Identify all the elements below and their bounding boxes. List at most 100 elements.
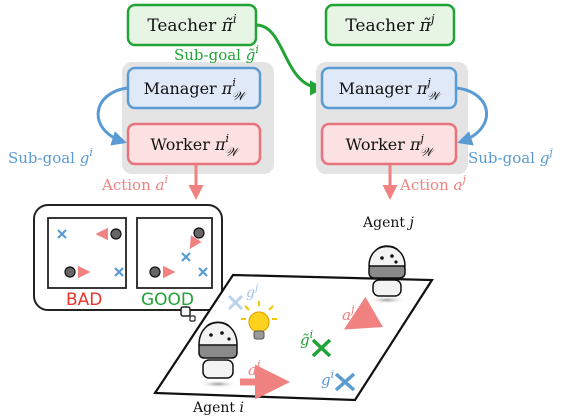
subgoal-i-symbol: g xyxy=(80,149,90,167)
bad-grid xyxy=(47,217,127,289)
ghost-goal-sup: j xyxy=(253,283,258,294)
robot-dot-icon xyxy=(110,228,122,240)
teacher-i-name: Teacher xyxy=(147,16,217,36)
action-j-text: Action xyxy=(399,176,449,194)
worker-j-name: Worker xyxy=(345,135,405,154)
svg-text:g̃i: g̃i xyxy=(300,328,313,349)
arrow-icon xyxy=(343,296,384,330)
robot-dot-icon xyxy=(64,266,76,278)
svg-text:Agent i: Agent i xyxy=(192,400,244,416)
worker-i-name: Worker xyxy=(150,135,210,154)
svg-text:gj: gj xyxy=(246,283,258,301)
manager-j-sub: 𝒲 xyxy=(427,89,443,103)
svg-text:aj: aj xyxy=(342,303,355,324)
robot-icon xyxy=(368,245,406,304)
svg-text:gi: gi xyxy=(321,368,334,389)
subgoal-j-text: Sub-goal xyxy=(468,149,535,167)
blue-goal-sup: i xyxy=(331,368,335,381)
ghost-goal-symbol: g xyxy=(246,285,255,301)
teacher-j-name: Teacher xyxy=(345,16,415,36)
svg-text:Sub-goal gj: Sub-goal gj xyxy=(468,146,553,167)
svg-text:Worker πi𝒲: Worker πi𝒲 xyxy=(150,132,241,159)
subgoal-j-sup: j xyxy=(546,146,553,159)
svg-text:Teacher π̃j: Teacher π̃j xyxy=(345,12,434,36)
teacher-subgoal-text: Sub-goal xyxy=(174,46,241,64)
worker-j-sup: j xyxy=(418,132,425,145)
worker-i-sup: i xyxy=(225,132,229,145)
subgoal-j-symbol: g xyxy=(540,149,550,167)
subgoal-i-arrow xyxy=(96,86,129,146)
agent-j-caption-symbol: j xyxy=(406,215,414,231)
scene-action-j-sup: j xyxy=(348,303,355,316)
svg-text:Sub-goal gi: Sub-goal gi xyxy=(8,146,93,167)
thought-tail-square-small xyxy=(189,315,196,322)
arrow-icon xyxy=(189,235,202,250)
manager-i-symbol: π xyxy=(221,79,233,98)
manager-i-sup: i xyxy=(232,76,236,89)
green-goal-symbol: g̃ xyxy=(300,331,310,349)
thought-bubble: BAD GOOD xyxy=(33,204,223,322)
teacher-i-symbol: π̃ xyxy=(221,16,234,36)
teacher-j-box[interactable] xyxy=(324,3,456,47)
teacher-subgoal-symbol: g̃ xyxy=(246,46,256,64)
x-mark-icon xyxy=(114,267,124,277)
subgoal-i-sup: i xyxy=(89,146,93,159)
manager-i-sub: 𝒲 xyxy=(232,89,248,103)
x-mark-icon xyxy=(334,372,356,392)
svg-text:Teacher π̃i: Teacher π̃i xyxy=(147,12,236,36)
scene-action-j-symbol: a xyxy=(342,306,351,324)
x-mark-icon xyxy=(198,267,208,277)
action-i-symbol: a xyxy=(156,176,165,194)
x-mark-icon xyxy=(311,338,332,358)
svg-text:ai: ai xyxy=(248,358,260,379)
scene-action-i-symbol: a xyxy=(248,361,257,379)
worker-j-sub: 𝒲 xyxy=(420,145,436,159)
subgoal-j-arrow xyxy=(455,86,489,146)
robot-dot-icon xyxy=(193,227,205,239)
svg-text:Sub-goal g̃i: Sub-goal g̃i xyxy=(174,43,259,64)
action-i-sup: i xyxy=(164,173,168,186)
svg-text:Action ai: Action ai xyxy=(101,173,168,194)
teacher-subgoal-sup: i xyxy=(255,43,259,56)
svg-text:Manager πi𝒲: Manager πi𝒲 xyxy=(144,76,248,103)
worker-i-sub: 𝒲 xyxy=(225,145,241,159)
svg-text:Manager πj𝒲: Manager πj𝒲 xyxy=(339,76,443,103)
thought-tail-square-large xyxy=(180,306,191,317)
action-i-text: Action xyxy=(101,176,151,194)
robot-icon xyxy=(198,321,238,388)
lightbulb-icon xyxy=(241,301,277,340)
agent-i-caption-text: Agent xyxy=(192,400,235,416)
x-mark-icon xyxy=(181,252,191,262)
manager-j-name: Manager xyxy=(339,79,412,98)
robot-dot-icon xyxy=(149,266,161,278)
action-j-symbol: a xyxy=(454,176,463,194)
worker-i-box[interactable] xyxy=(126,122,262,166)
green-goal-sup: i xyxy=(310,328,314,341)
x-mark-icon xyxy=(57,229,67,239)
bad-label: BAD xyxy=(66,290,102,310)
subgoal-i-text: Sub-goal xyxy=(8,149,75,167)
teacher-i-sup: i xyxy=(233,12,237,26)
manager-j-symbol: π xyxy=(416,79,428,98)
worker-i-symbol: π xyxy=(214,135,226,154)
teacher-subgoal-arrow xyxy=(255,23,325,96)
manager-j-sup: j xyxy=(424,76,431,89)
teacher-j-sup: j xyxy=(428,12,435,26)
worker-j-box[interactable] xyxy=(320,122,458,166)
svg-text:Agent j: Agent j xyxy=(362,215,414,231)
action-j-sup: j xyxy=(459,173,466,186)
teacher-j-symbol: π̃ xyxy=(419,16,432,36)
manager-i-name: Manager xyxy=(144,79,217,98)
worker-j-symbol: π xyxy=(409,135,421,154)
blue-goal-symbol: g xyxy=(321,371,331,389)
x-mark-icon xyxy=(227,294,244,311)
agent-j-caption-text: Agent xyxy=(362,215,405,231)
svg-text:Worker πj𝒲: Worker πj𝒲 xyxy=(345,132,435,159)
environment-scene: gj g̃i gi aj ai xyxy=(153,215,434,416)
svg-text:Action aj: Action aj xyxy=(399,173,466,194)
agent-i-caption-symbol: i xyxy=(239,400,243,416)
good-label: GOOD xyxy=(141,290,194,310)
